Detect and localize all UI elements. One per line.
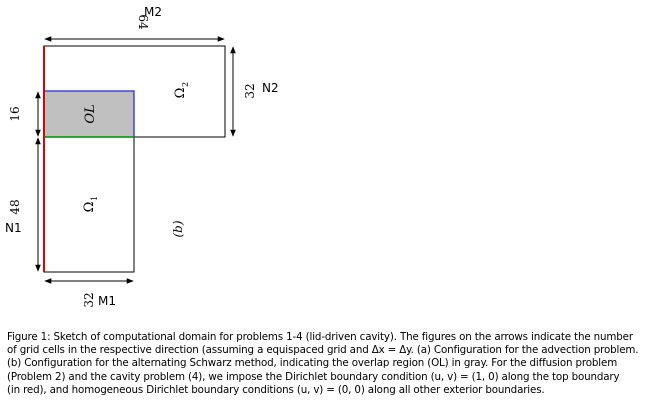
omega1-label: Ω 1 <box>82 196 99 212</box>
svg-text:2: 2 <box>181 82 190 87</box>
left-lower-count-label: 48 <box>8 199 22 214</box>
caption-line: Figure 1: Sketch of computational domain… <box>7 331 633 343</box>
caption-line: (Problem 2) and the cavity problem (4), … <box>7 370 620 383</box>
omega2-label: Ω 2 <box>173 82 190 98</box>
svg-text:Ω: Ω <box>173 88 188 99</box>
bottom-count-label: 32 <box>82 292 96 307</box>
caption-line: (in red), and homogeneous Dirichlet boun… <box>7 383 545 396</box>
panel-label: (b) <box>171 220 185 237</box>
top-name-label: M2 <box>144 5 162 19</box>
overlap-region <box>43 90 135 138</box>
svg-text:1: 1 <box>90 196 99 201</box>
left-name-label: N1 <box>5 221 22 235</box>
caption-line: of grid cells in the respective directio… <box>7 344 639 357</box>
svg-text:Ω: Ω <box>82 202 97 213</box>
overlap-label: OL <box>83 104 98 123</box>
right-count-label: 32 <box>243 83 257 98</box>
left-upper-count-label: 16 <box>8 106 22 121</box>
bottom-name-label: M1 <box>98 294 116 308</box>
right-name-label: N2 <box>262 81 279 95</box>
top-count-label: 64 <box>136 14 150 30</box>
caption-line: (b) Configuration for the alternating Sc… <box>7 357 618 370</box>
figure-caption: Figure 1: Sketch of computational domain… <box>7 331 657 397</box>
domain-sketch-figure: 64 M2 32 N2 16 48 N1 32 M1 OL Ω 2 Ω 1 (b… <box>5 5 279 308</box>
